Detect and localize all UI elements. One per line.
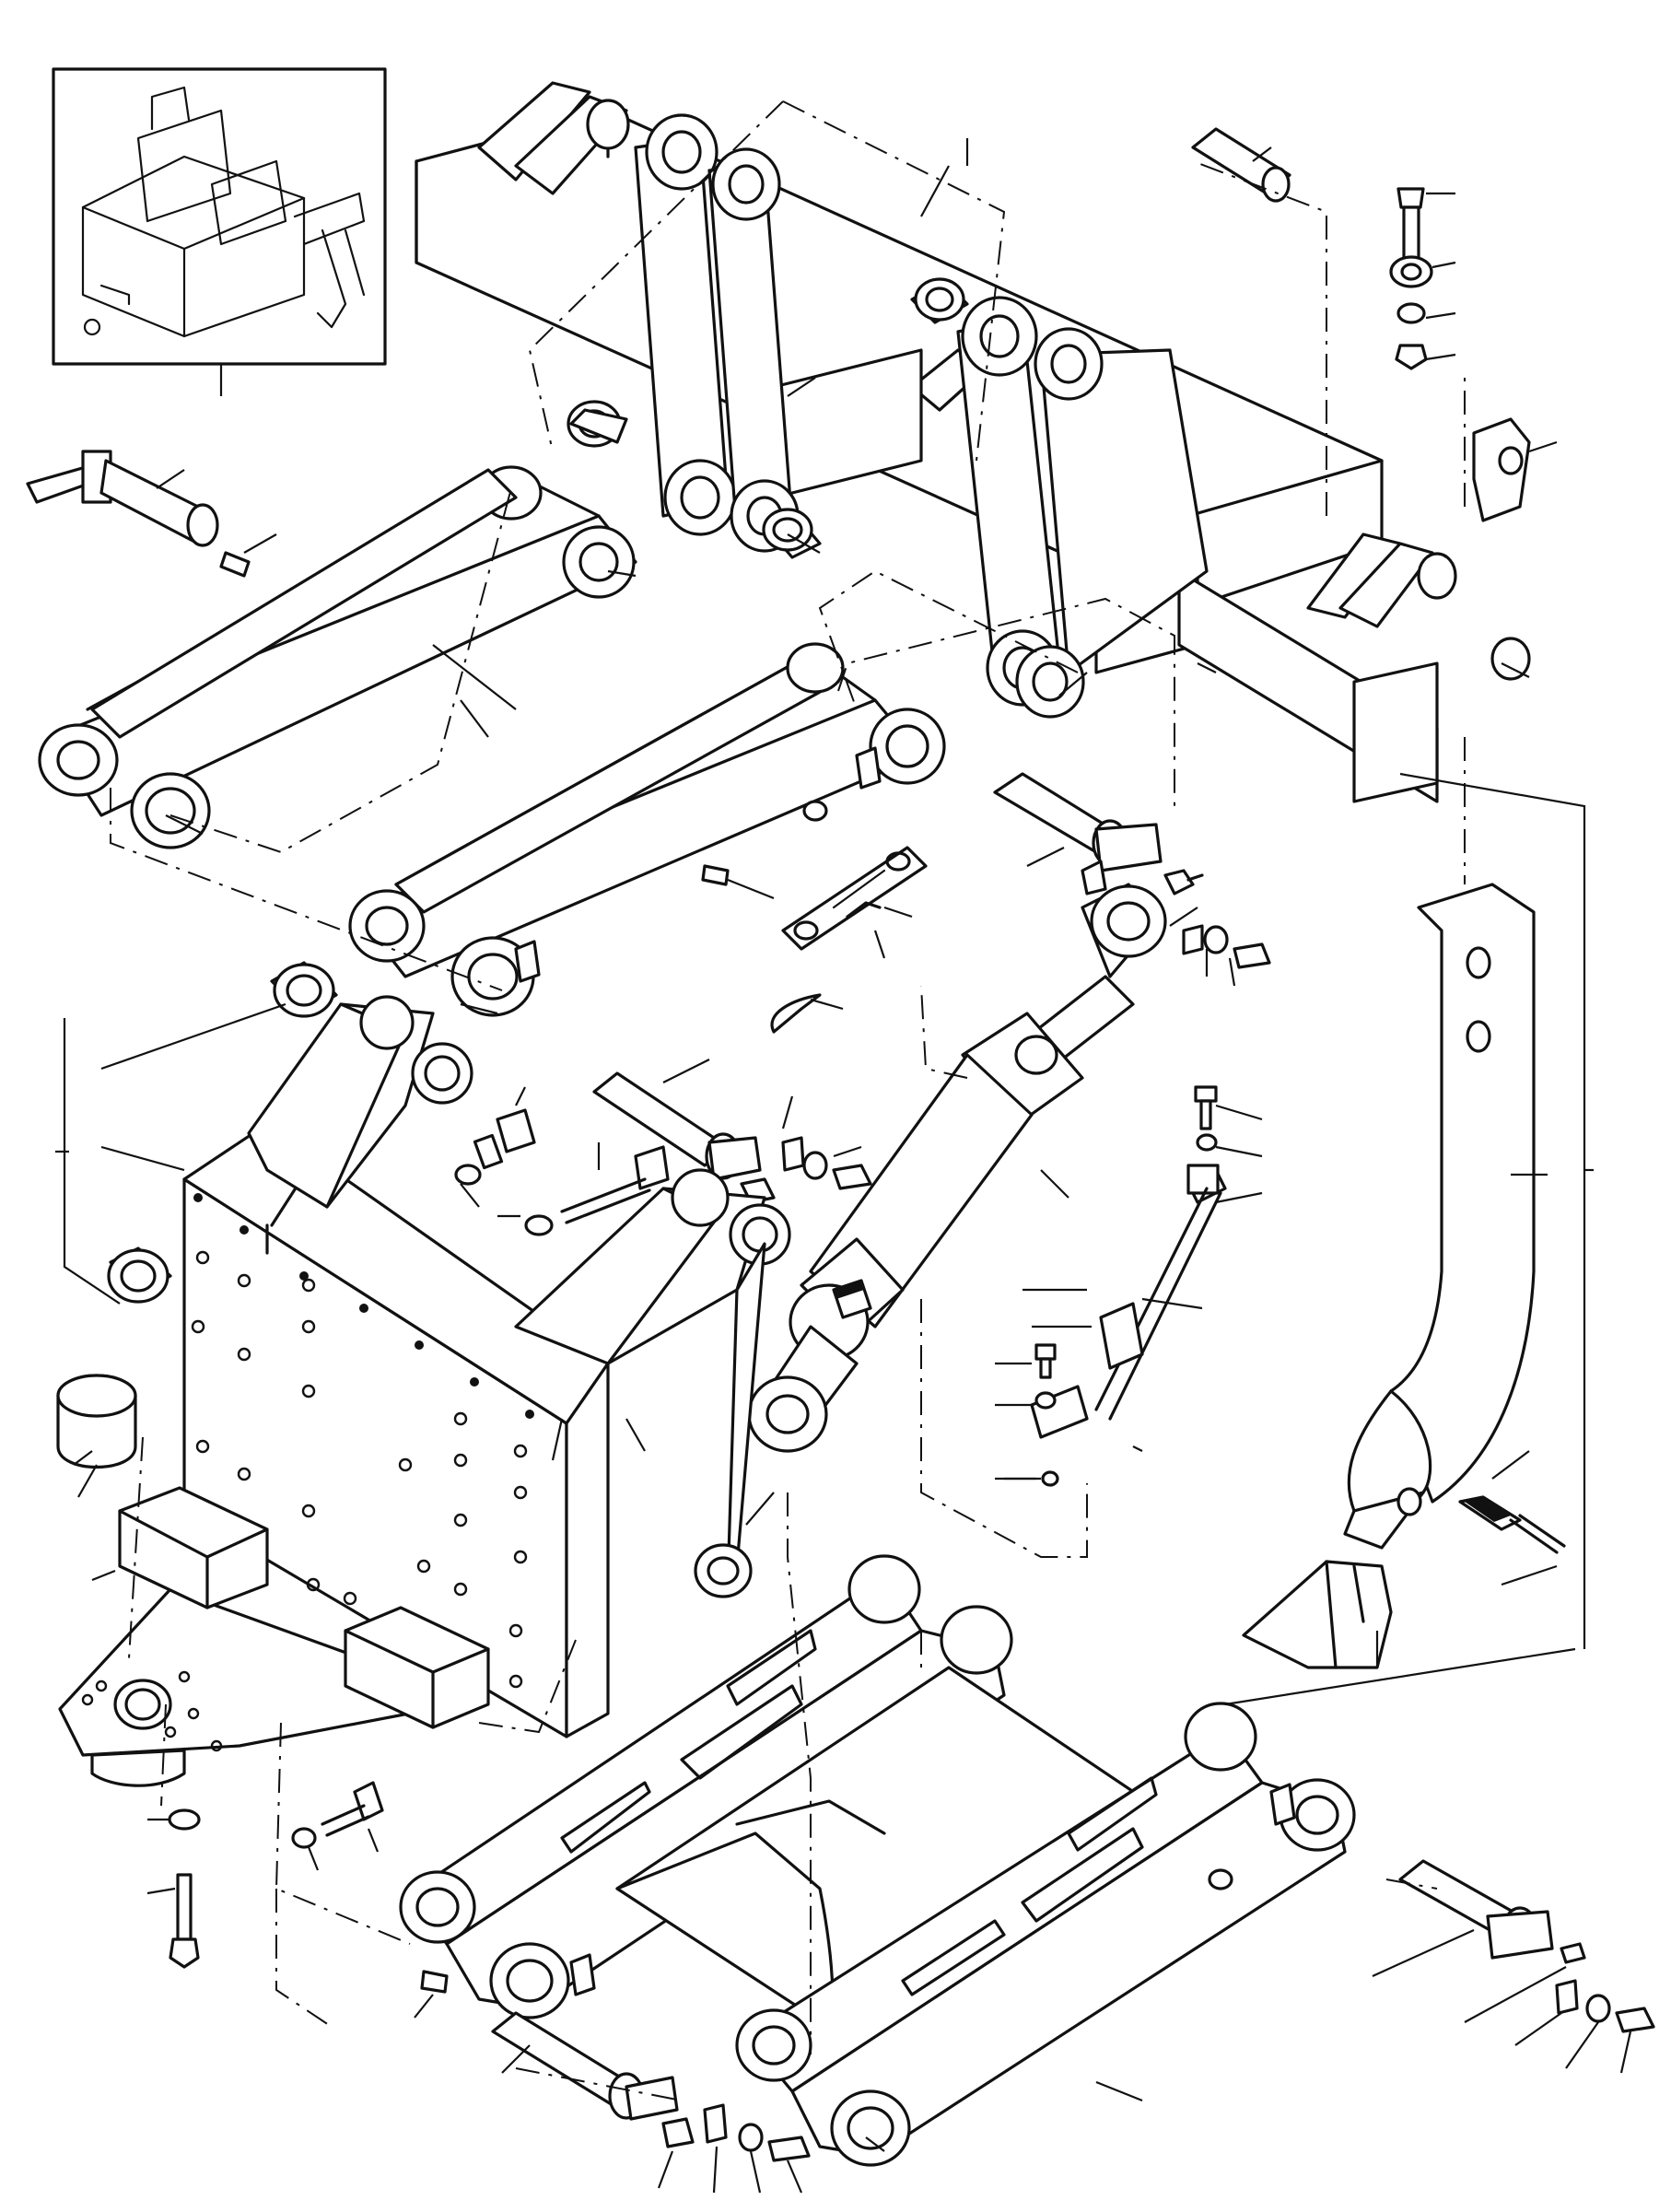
ripper-tooth-tip [1242,1560,1393,1669]
spacer-block-right [344,1606,490,1729]
bushing-frame-top [100,961,338,1071]
bushing-top-left [567,400,628,448]
cotter-pin [770,993,844,1034]
pin-center-lower [592,1059,776,1204]
callout-leader-lines [55,138,1594,2152]
pin-left-link [26,450,277,578]
grease-nipple-center [701,864,775,900]
bushing-frame-side [107,1246,172,1304]
frame-lug-left [247,995,473,1209]
lock-plate-slotted [781,846,928,951]
spring-pin [1458,1450,1566,1586]
main-frame-box [182,1122,610,1738]
spacer-block-left [118,1486,269,1609]
frame-pivot-boss [694,1492,775,1598]
pin-center-upper [993,772,1163,895]
assembly-centerlines [110,100,1466,2101]
pin-lower-right [1372,1859,1586,2023]
bolt-frame-top-2 [497,1142,670,1236]
bolt-set-lower-right [1514,1979,1655,2074]
frame-lug-right [514,1168,791,1586]
bolt-stack-top-right [1389,187,1456,370]
upper-link-right [956,296,1209,719]
bolt-lower-left [291,1781,384,1871]
hydraulic-cylinder [747,883,1167,1453]
mounting-plate-bottom [58,1587,435,1787]
small-bolt-stack-rear [995,1085,1263,1487]
bolt-set-lower-center [657,2103,811,2194]
lower-link-arm-right [735,1702,1356,2167]
grease-nipple-lower [414,1970,449,2019]
ripper-shank [1343,883,1548,1550]
bushing-top-right [910,277,969,324]
link-arm-center [348,642,946,1017]
pin-lower-center [491,2011,679,2121]
link-arm-left [38,465,637,849]
rear-link-rod [1022,1164,1227,1439]
bolt-frame-top-1 [454,1086,536,1208]
pin-top-right [1191,127,1291,203]
bolt-set-center-upper [1163,869,1271,987]
bolt-bottom [146,1873,200,1969]
wedge-block [1472,417,1558,522]
inset-overview-thumbnail [52,67,387,396]
washer-bottom [147,1808,201,1831]
bushing-loose [56,1374,137,1498]
upper-link-left [634,113,800,553]
bolt-set-center-lower [781,1095,872,1190]
